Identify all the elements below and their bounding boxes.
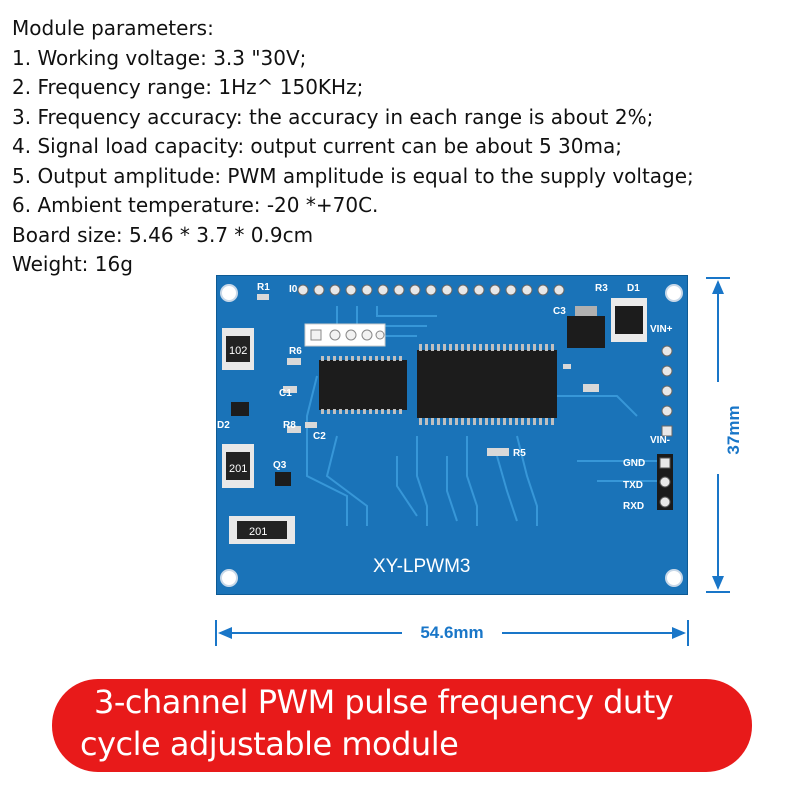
label-d2: D2 — [217, 420, 230, 431]
transistor-d2 — [231, 402, 249, 416]
height-dimension-label: 37mm — [724, 405, 743, 455]
width-dimension-line — [215, 620, 689, 646]
label-r3: R3 — [595, 283, 608, 294]
label-c1: C1 — [279, 388, 292, 399]
spec-line-2: 2. Frequency range: 1Hz^ 150KHz; — [12, 75, 364, 99]
label-gnd: GND — [623, 458, 645, 469]
label-i0: I0 — [289, 284, 298, 295]
spec-line-4: 4. Signal load capacity: output current … — [12, 134, 622, 158]
label-rxd: RXD — [623, 501, 644, 512]
label-r6: R6 — [289, 346, 302, 357]
mounting-hole — [665, 284, 683, 302]
specs-title: Module parameters: — [12, 16, 214, 40]
mounting-hole — [665, 569, 683, 587]
module-parameters: Module parameters: 1. Working voltage: 3… — [12, 14, 694, 280]
spec-line-5: 5. Output amplitude: PWM amplitude is eq… — [12, 163, 694, 188]
board-size: Board size: 5.46 * 3.7 * 0.9cm — [12, 222, 314, 247]
width-dimension-label: 54.6mm — [420, 623, 484, 642]
weight: Weight: 16g — [12, 252, 133, 276]
main-ic-chip — [417, 350, 557, 418]
label-r8: R8 — [283, 420, 296, 431]
height-dimension-line — [706, 277, 730, 593]
label-q3: Q3 — [273, 460, 287, 471]
voltage-regulator — [567, 316, 605, 348]
label-res-102: 102 — [229, 345, 247, 357]
label-res-201a: 201 — [229, 463, 247, 475]
mounting-hole — [220, 284, 238, 302]
label-r5: R5 — [513, 448, 526, 459]
label-c2: C2 — [313, 431, 326, 442]
pcb-board: R3 D1 C3 VIN+ VIN- GND TXD RXD R6 C1 R8 … — [216, 275, 688, 595]
header-strip — [304, 323, 386, 347]
small-ic-chip — [319, 360, 407, 410]
label-d1: D1 — [627, 283, 640, 294]
label-txd: TXD — [623, 480, 643, 491]
spec-line-3: 3. Frequency accuracy: the accuracy in e… — [12, 104, 654, 129]
transistor-q3 — [275, 472, 291, 486]
label-vin-plus: VIN+ — [650, 324, 673, 335]
mounting-hole — [220, 569, 238, 587]
spec-line-1: 1. Working voltage: 3.3 "30V; — [12, 45, 307, 70]
label-r1: R1 — [257, 282, 270, 293]
banner-line-2: cycle adjustable module — [80, 725, 459, 763]
label-res-201b: 201 — [249, 526, 267, 538]
banner-line-1: 3-channel PWM pulse frequency duty — [94, 683, 674, 721]
board-model-label: XY-LPWM3 — [373, 556, 471, 577]
label-vin-minus: VIN- — [650, 435, 670, 446]
label-c3: C3 — [553, 306, 566, 317]
pcb-illustration: R3 D1 C3 VIN+ VIN- GND TXD RXD R6 C1 R8 … — [217, 282, 683, 587]
title-banner: 3-channel PWM pulse frequency duty cycle… — [52, 679, 752, 772]
spec-line-6: 6. Ambient temperature: -20 *+70C. — [12, 193, 379, 217]
